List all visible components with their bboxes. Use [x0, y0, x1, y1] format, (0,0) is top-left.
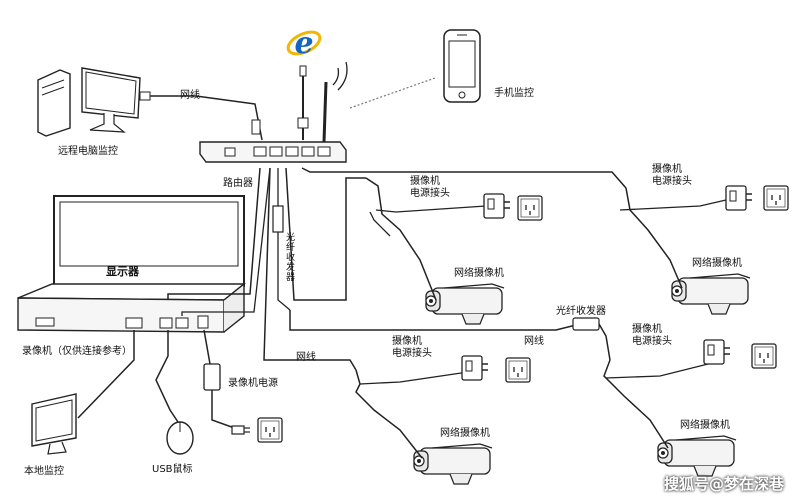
- net-cam-label-3: 网络摄像机: [440, 428, 490, 439]
- wifi-signal-icon: [332, 61, 348, 91]
- cam-power-label-4: 摄像机 电源接头: [632, 324, 672, 347]
- wall-socket-icon: [257, 417, 283, 443]
- cam-power-label-1: 摄像机 电源接头: [410, 176, 450, 199]
- ip-camera-icon: [425, 283, 505, 325]
- fiber-transceiver-icon: [272, 205, 284, 233]
- wire-label-top: 网线: [180, 90, 200, 101]
- wire-label-left: 网线: [296, 352, 316, 363]
- ie-icon: e: [286, 26, 322, 61]
- fiber-mid-label: 光纤收发器: [556, 306, 606, 317]
- svg-text:e: e: [294, 26, 313, 61]
- watermark: 搜狐号@梦在深巷: [663, 475, 784, 493]
- net-cam-label-2: 网络摄像机: [692, 258, 742, 269]
- phone-label: 手机监控: [494, 88, 534, 99]
- mouse-icon: [166, 421, 194, 455]
- net-cam-label-1: 网络摄像机: [454, 268, 504, 279]
- nvr-icon: [17, 282, 246, 333]
- ip-camera-icon: [413, 443, 493, 485]
- router-icon: [199, 81, 347, 163]
- usb-mouse-label: USB鼠标: [152, 464, 193, 475]
- local-monitor-icon: [31, 393, 77, 455]
- remote-pc-label: 远程电脑监控: [58, 146, 118, 157]
- power-adapter-icon: [203, 363, 221, 391]
- cam-power-label-3: 摄像机 电源接头: [392, 336, 432, 359]
- ip-camera-icon: [671, 273, 751, 315]
- fiber-vertical-label: 光纤收发器: [284, 232, 294, 282]
- nvr-label: 录像机（仅供连接参考）: [22, 346, 132, 357]
- ip-camera-icon: [657, 435, 737, 477]
- net-cam-label-4: 网络摄像机: [680, 420, 730, 431]
- local-monitor-label: 本地监控: [24, 466, 64, 477]
- cam-power-label-2: 摄像机 电源接头: [652, 164, 692, 187]
- router-label: 路由器: [223, 178, 253, 189]
- monitor-icon: [53, 195, 245, 287]
- smartphone-icon: [443, 29, 481, 103]
- wire-label-mid: 网线: [524, 336, 544, 347]
- display-label: 显示器: [106, 265, 139, 278]
- nvr-power-label: 录像机电源: [228, 378, 278, 389]
- desktop-pc-icon: [37, 67, 141, 137]
